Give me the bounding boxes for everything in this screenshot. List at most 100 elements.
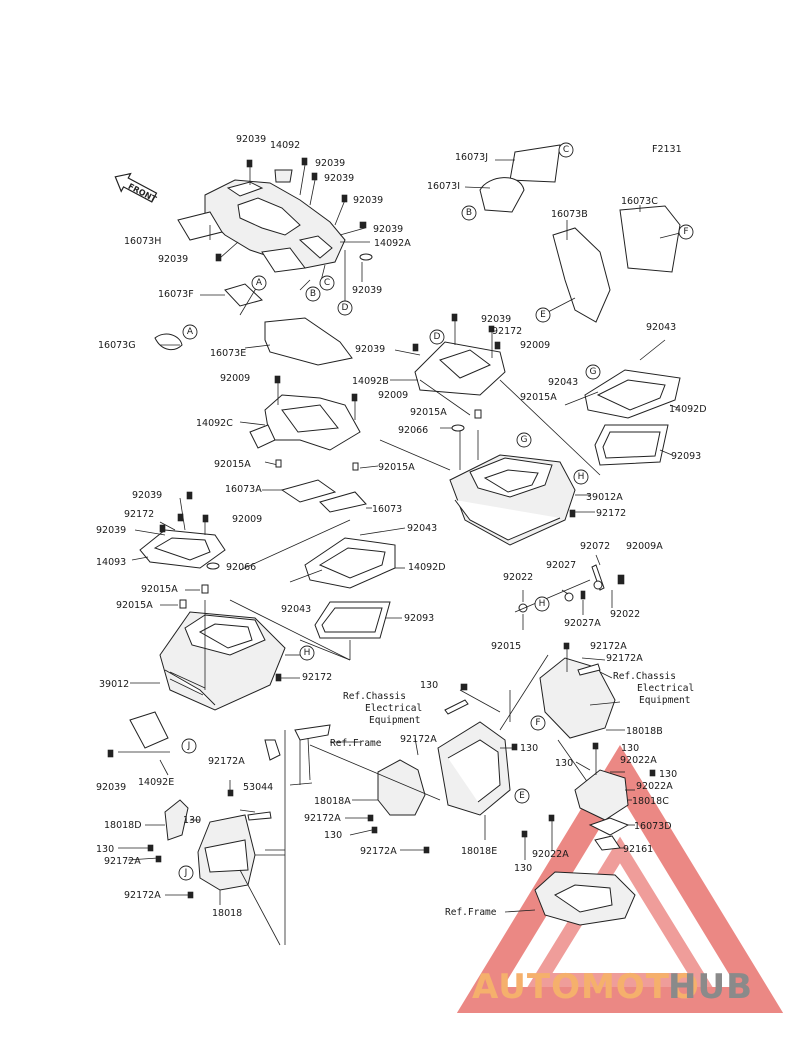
front-arrow-icon: FRONT bbox=[114, 172, 158, 204]
label-14092E: 14092E bbox=[138, 777, 174, 788]
label-92093: 92093 bbox=[671, 451, 701, 462]
label-14093: 14093 bbox=[96, 557, 126, 568]
label-130: 130 bbox=[183, 815, 201, 826]
label-130: 130 bbox=[420, 680, 438, 691]
label-18018A: 18018A bbox=[314, 796, 351, 807]
label-16073C: 16073C bbox=[621, 196, 658, 207]
label-16073E: 16073E bbox=[210, 348, 246, 359]
label-92039: 92039 bbox=[353, 195, 383, 206]
label-92009: 92009 bbox=[378, 390, 408, 401]
center-frame-bracket bbox=[264, 724, 360, 945]
label-18018B: 18018B bbox=[626, 726, 663, 737]
upper-console-tray bbox=[237, 197, 301, 236]
label-16073G: 16073G bbox=[98, 340, 136, 351]
upper-console-assembly bbox=[154, 157, 373, 366]
label-92172: 92172 bbox=[124, 509, 154, 520]
callout-A-2: A bbox=[187, 327, 194, 337]
label-14092D: 14092D bbox=[669, 404, 707, 415]
label-39012: 39012 bbox=[99, 679, 129, 690]
label-92022A: 92022A bbox=[636, 781, 673, 792]
label-16073D: 16073D bbox=[634, 821, 672, 832]
lid-14092D-upper bbox=[564, 339, 681, 466]
part-16073C bbox=[619, 205, 681, 273]
part-14092 bbox=[274, 169, 293, 183]
label-130: 130 bbox=[555, 758, 573, 769]
label-14092: 14092 bbox=[270, 140, 300, 151]
label-92039: 92039 bbox=[352, 285, 382, 296]
callout-D-2: D bbox=[434, 332, 441, 342]
label-92022: 92022 bbox=[503, 572, 533, 583]
label-92027: 92027 bbox=[546, 560, 576, 571]
label-ref-frame: Ref.Frame bbox=[445, 907, 497, 918]
label-ref-frame: Ref.Frame bbox=[330, 738, 382, 749]
callout-H-2: H bbox=[539, 599, 546, 609]
part-16073A bbox=[280, 479, 337, 503]
part-16073 bbox=[319, 491, 367, 513]
label-16073: 16073 bbox=[372, 504, 402, 515]
label-18018E: 18018E bbox=[461, 846, 497, 857]
part-16073H bbox=[177, 211, 223, 241]
part-16073E bbox=[264, 317, 353, 366]
label-14092A: 14092A bbox=[374, 238, 411, 249]
callout-D-1: D bbox=[342, 303, 349, 313]
label-ref-equipment: Equipment bbox=[369, 715, 420, 726]
washer-stack bbox=[514, 554, 625, 630]
label-92066: 92066 bbox=[398, 425, 428, 436]
cover-18018D bbox=[164, 799, 189, 841]
covers-18018A-18018E bbox=[309, 683, 518, 854]
storage-box-39012A bbox=[379, 379, 601, 546]
label-18018: 18018 bbox=[212, 908, 242, 919]
label-92066: 92066 bbox=[226, 562, 256, 573]
label-ref-electrical: Electrical bbox=[365, 703, 422, 714]
label-92039: 92039 bbox=[355, 344, 385, 355]
callouts: A A B B C C D D E E F F G G H H H J J bbox=[178, 142, 694, 881]
upper-duct bbox=[261, 247, 306, 273]
label-92022A: 92022A bbox=[532, 849, 569, 860]
label-92172A: 92172A bbox=[304, 813, 341, 824]
label-92043: 92043 bbox=[646, 322, 676, 333]
part-16073I bbox=[479, 177, 525, 213]
label-92172: 92172 bbox=[596, 508, 626, 519]
label-92022: 92022 bbox=[610, 609, 640, 620]
label-18018D: 18018D bbox=[104, 820, 142, 831]
watermark-text-hub: HUB bbox=[668, 967, 753, 1007]
label-16073I: 16073I bbox=[427, 181, 460, 192]
bottom-frame bbox=[504, 871, 636, 926]
label-130: 130 bbox=[621, 743, 639, 754]
label-ref-chassis: Ref.Chassis bbox=[613, 671, 676, 682]
cover-18018A bbox=[377, 759, 426, 816]
label-130: 130 bbox=[96, 844, 114, 855]
label-130: 130 bbox=[520, 743, 538, 754]
label-92172A: 92172A bbox=[208, 756, 245, 767]
label-92039: 92039 bbox=[236, 134, 266, 145]
label-92039: 92039 bbox=[315, 158, 345, 169]
label-92027A: 92027A bbox=[564, 618, 601, 629]
pad-14092E bbox=[107, 711, 170, 776]
top-right-pads bbox=[464, 144, 681, 323]
label-92039: 92039 bbox=[96, 782, 126, 793]
label-92172A: 92172A bbox=[400, 734, 437, 745]
lid-14092D-lower bbox=[289, 527, 406, 639]
covers-18018D-18018 bbox=[118, 780, 272, 905]
part-16073F bbox=[224, 283, 263, 307]
label-92161: 92161 bbox=[623, 844, 653, 855]
label-92172: 92172 bbox=[492, 326, 522, 337]
upper-console-cap bbox=[226, 181, 264, 197]
callout-J-2: J bbox=[184, 868, 188, 878]
label-14092D: 14092D bbox=[408, 562, 446, 573]
cover-18018C bbox=[521, 742, 656, 860]
label-92172: 92172 bbox=[302, 672, 332, 683]
part-16073G bbox=[154, 333, 183, 351]
diagram-code: F2131 bbox=[652, 144, 682, 155]
label-92172A: 92172A bbox=[590, 641, 627, 652]
label-92043: 92043 bbox=[281, 604, 311, 615]
label-ref-equipment: Equipment bbox=[639, 695, 690, 706]
label-92093: 92093 bbox=[404, 613, 434, 624]
label-92172A: 92172A bbox=[606, 653, 643, 664]
callout-J-1: J bbox=[187, 741, 191, 751]
callout-B-1: B bbox=[310, 289, 316, 299]
callout-G-2: G bbox=[521, 435, 528, 445]
label-92009: 92009 bbox=[232, 514, 262, 525]
label-92015A: 92015A bbox=[378, 462, 415, 473]
panel-14093 bbox=[131, 491, 226, 609]
